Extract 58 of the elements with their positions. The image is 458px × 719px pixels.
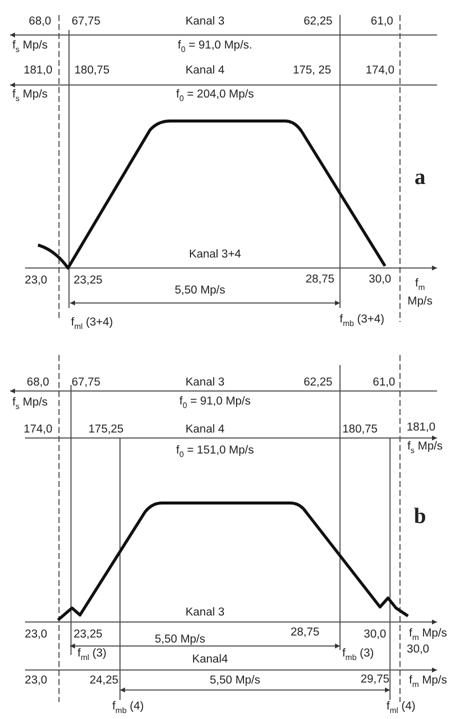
scale-label: 174,0	[366, 64, 394, 78]
scale-label: 68,0	[28, 16, 52, 28]
scale-label: 61,0	[372, 376, 396, 390]
scale-label: f$_{s}$ Mp/s	[407, 440, 443, 456]
scale-label: 181,0	[24, 64, 52, 78]
scale-label: 30,0	[368, 274, 392, 286]
scale-label: f$_{m}$	[415, 277, 425, 293]
scale-label: 62,25	[304, 376, 332, 390]
scale-label: 5,50 Mp/s	[210, 674, 260, 688]
scale-label: 175, 25	[292, 64, 332, 78]
scale-label: 175,25	[88, 424, 124, 436]
scale-label: f$_{mb}$ (3)	[342, 647, 374, 663]
scale-label: 30,0	[406, 644, 430, 656]
scale-label: Kanal4	[192, 654, 228, 666]
scale-label: 5,50 Mp/s	[154, 634, 206, 646]
scale-label: f$_{s}$ Mp/s	[12, 88, 48, 104]
scale-label: f$_{mb}$ (3+4)	[340, 313, 384, 329]
panel-letter: a	[414, 164, 426, 190]
scale-label: f$_{ml}$ (3+4)	[70, 316, 114, 332]
scale-label: Mp/s	[408, 296, 432, 308]
scale-label: f$_{m}$ Mp/s	[409, 674, 447, 690]
scale-label: Kanal 3	[186, 16, 224, 28]
scale-label: 67,75	[72, 376, 100, 390]
scale-label: 61,0	[370, 16, 394, 28]
scale-label: 24,25	[90, 674, 118, 688]
scale-label: 180,75	[342, 424, 378, 436]
scale-label: 180,75	[74, 64, 110, 78]
scale-label: 62,25	[304, 16, 332, 28]
scale-label: f$_{ml}$ (4)	[386, 700, 416, 716]
scale-label: 67,75	[72, 16, 100, 28]
scale-label: f$_{ml}$ (3)	[78, 647, 106, 663]
scale-label: f$_{0}$ = 91,0 Mp/s	[179, 395, 251, 411]
scale-label: 23,0	[24, 674, 48, 688]
scale-label: 30,0	[364, 628, 386, 642]
scale-label: 29,75	[360, 674, 390, 686]
scale-label: 28,75	[290, 626, 320, 640]
scale-label: 23,0	[24, 628, 48, 642]
scale-label: f$_{0}$ = 204,0 Mp/s	[176, 88, 254, 104]
scale-label: Kanal 4	[186, 424, 224, 436]
scale-label: f$_{m}$ Mp/s	[409, 627, 447, 643]
scale-label: f$_{s}$ Mp/s	[12, 396, 48, 412]
scale-label: f$_{0}$ = 91,0 Mp/s.	[178, 39, 252, 55]
scale-label: 174,0	[24, 424, 52, 436]
scale-label: f$_{s}$ Mp/s	[12, 39, 48, 55]
scale-label: Kanal 3	[186, 376, 224, 390]
scale-label: 5,50 Mp/s	[174, 284, 226, 298]
scale-label: 23,0	[24, 274, 48, 288]
scale-label: f$_{mb}$ (4)	[112, 700, 144, 716]
panel-letter: b	[414, 504, 426, 528]
scale-label: 28,75	[306, 274, 334, 286]
scale-label: Kanal 4	[186, 64, 224, 78]
scale-label: 23,25	[74, 628, 102, 642]
scale-label: 181,0	[406, 422, 436, 434]
scale-label: 23,25	[74, 274, 102, 288]
scale-label: Kanal 3+4	[188, 248, 242, 262]
scale-label: f$_{0}$ = 151,0 Mp/s	[176, 444, 254, 460]
scale-label: Kanal 3	[186, 606, 224, 620]
scale-label: 68,0	[26, 376, 50, 390]
